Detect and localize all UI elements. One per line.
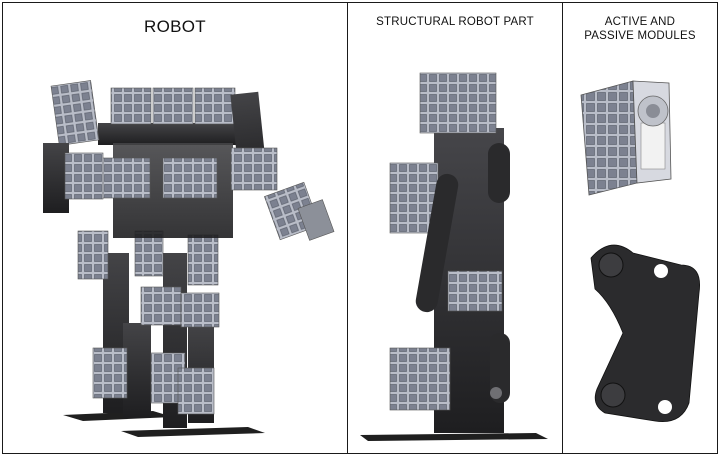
robot-panel-title: ROBOT (144, 17, 206, 36)
passive-module (590, 244, 700, 422)
modules-panel-title: ACTIVE AND PASSIVE MODULES (584, 16, 696, 42)
active-module (580, 80, 672, 196)
structural-panel: STRUCTURAL ROBOT PART (348, 3, 563, 453)
robot-illustration (43, 80, 335, 437)
base-plate (360, 433, 548, 441)
right-foot-plate (121, 427, 265, 437)
structural-panel-title: STRUCTURAL ROBOT PART (376, 16, 534, 28)
top-module (419, 72, 497, 134)
robot-panel: ROBOT (3, 3, 348, 453)
modules-illustration (580, 80, 700, 422)
structural-part-illustration (360, 72, 548, 441)
modules-panel: ACTIVE AND PASSIVE MODULES (563, 3, 717, 453)
